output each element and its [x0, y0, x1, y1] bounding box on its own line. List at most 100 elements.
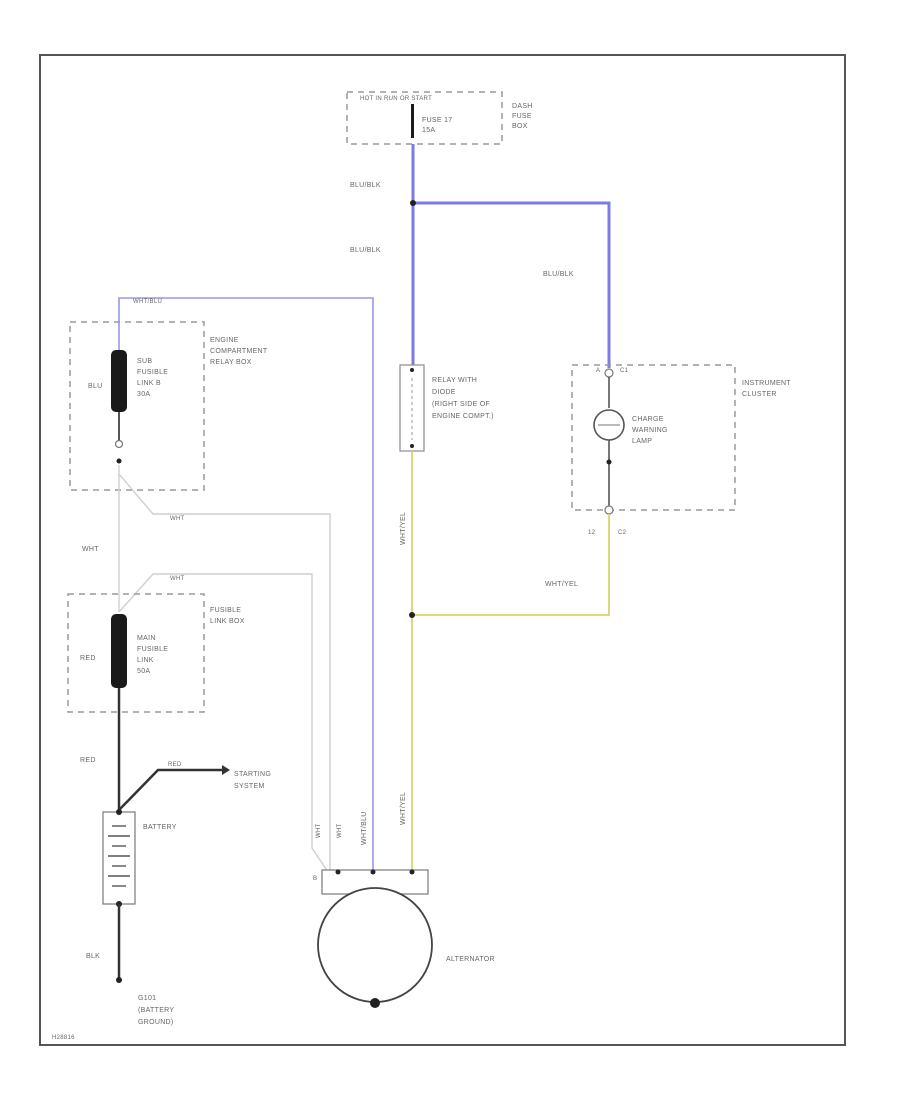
battery-positive-terminal — [116, 809, 122, 815]
ground-point-icon — [116, 977, 122, 983]
wht-blu-wire-path — [118, 297, 374, 872]
relay-terminal-bottom — [410, 444, 414, 448]
sub-fusible-link-symbol — [111, 350, 127, 412]
wire-label-wht-blu-top: WHT/BLU — [133, 299, 162, 305]
battery: BATTERY — [102, 809, 176, 907]
cluster-pin-a: A — [596, 368, 600, 374]
wire-label-blu-blk-1: BLU/BLK — [350, 182, 381, 189]
wire-label-wht-1: WHT — [170, 516, 185, 522]
dash-box-label-2: FUSE — [512, 113, 532, 120]
fuse-17-rating: 15A — [422, 127, 435, 134]
relay-label-4: ENGINE COMPT.) — [432, 413, 494, 420]
battery-ground: BLK G101 (BATTERY GROUND) — [86, 904, 174, 1026]
cluster-conn-c2: C2 — [618, 530, 627, 536]
sub-fuse-label-1: SUB — [137, 358, 152, 365]
fuse-17-label: FUSE 17 — [422, 117, 453, 124]
diagram-frame — [39, 54, 846, 1046]
starting-label-1: STARTING — [234, 771, 271, 778]
main-fuse-label-1: MAIN — [137, 635, 156, 642]
ground-label-1: G101 — [138, 995, 156, 1002]
cluster-connector-top — [604, 368, 614, 378]
lamp-label-2: WARNING — [632, 427, 668, 434]
instrument-cluster-outline — [571, 364, 736, 511]
cluster-connector-bottom — [604, 505, 614, 515]
red-wires: RED RED STARTING SYSTEM — [80, 688, 271, 812]
ground-label-3: GROUND) — [138, 1019, 174, 1026]
cluster-pin-12: 12 — [588, 530, 596, 536]
sub-fuse-label-2: FUSIBLE — [137, 369, 168, 376]
dash-fuse-box-outline — [346, 91, 503, 145]
fusible-link-box-outline — [67, 593, 205, 713]
wht-yel-cluster-wire — [412, 514, 610, 616]
starting-label-2: SYSTEM — [234, 783, 265, 790]
main-fuse-label-4: 50A — [137, 668, 150, 675]
wht-alternator-wire-1 — [118, 473, 339, 873]
wire-label-wht-2: WHT — [82, 546, 99, 553]
main-fuse-label-3: LINK — [137, 657, 154, 664]
sub-fuse-terminal — [116, 458, 122, 464]
starting-arrow-icon — [222, 765, 230, 775]
figure-code: H28816 — [52, 1035, 75, 1041]
relay-label-2: DIODE — [432, 389, 456, 396]
red-starting-wire — [118, 768, 222, 811]
fusible-box-name-2: LINK BOX — [210, 618, 245, 625]
wire-label-wht-alt-1: WHT — [316, 823, 322, 838]
wire-label-wht-yel-alt: WHT/YEL — [400, 792, 407, 825]
hot-in-run-label: HOT IN RUN OR START — [360, 96, 432, 102]
wire-label-wht-yel-cluster: WHT/YEL — [545, 581, 578, 588]
alternator-terminal-b — [335, 869, 341, 875]
wire-label-wht-blu-alt: WHT/BLU — [361, 811, 368, 845]
blu-blk-cluster-wire — [413, 201, 611, 368]
wire-label-blu-side: BLU — [88, 383, 103, 390]
cluster-name-2: CLUSTER — [742, 391, 777, 398]
relay-terminal-top — [410, 368, 414, 372]
ground-label-2: (BATTERY — [138, 1007, 174, 1014]
sub-fuse-connector — [114, 439, 124, 449]
wire-label-blu-blk-2: BLU/BLK — [350, 247, 381, 254]
main-fuse-label-2: FUSIBLE — [137, 646, 168, 653]
relay-with-diode: RELAY WITH DIODE (RIGHT SIDE OF ENGINE C… — [399, 364, 494, 452]
blu-blk-wires: BLU/BLK BLU/BLK BLU/BLK — [350, 144, 611, 368]
alternator-terminal-label: B — [313, 876, 317, 882]
engine-compartment-relay-box: BLU SUB FUSIBLE LINK B 30A ENGINE COMPAR… — [69, 321, 268, 491]
dash-fuse-box: HOT IN RUN OR START FUSE 17 15A DASH FUS… — [346, 91, 533, 145]
cluster-name-1: INSTRUMENT — [742, 380, 791, 387]
battery-body — [102, 811, 136, 905]
alternator-icon — [317, 887, 433, 1003]
cluster-node — [606, 459, 612, 465]
alternator-ground-icon — [370, 998, 380, 1008]
wht-yel-wires: WHT/YEL WHT/YEL WHT/YEL — [400, 451, 610, 870]
dash-box-label-3: BOX — [512, 123, 528, 130]
alternator-label: ALTERNATOR — [446, 956, 495, 963]
alternator-terminal-3 — [409, 869, 415, 875]
alternator: B ALTERNATOR — [313, 869, 495, 1008]
wht-blu-wire: WHT/BLU WHT/BLU — [118, 297, 374, 872]
fuse-17-symbol — [411, 104, 414, 138]
alternator-terminal-2 — [370, 869, 376, 875]
sub-fuse-label-4: 30A — [137, 391, 150, 398]
fusible-link-box: RED MAIN FUSIBLE LINK 50A FUSIBLE LINK B… — [67, 593, 245, 713]
splice-top — [410, 200, 416, 206]
relay-box-outline — [69, 321, 205, 491]
relay-box-name-3: RELAY BOX — [210, 359, 252, 366]
relay-label-1: RELAY WITH — [432, 377, 477, 384]
relay-box-name-1: ENGINE — [210, 337, 239, 344]
cluster-conn-c1: C1 — [620, 368, 629, 374]
wire-label-blk: BLK — [86, 953, 100, 960]
instrument-cluster: A C1 CHARGE WARNING LAMP INSTRUMENT CLUS… — [571, 364, 791, 536]
splice-middle — [409, 612, 415, 618]
wire-label-red-start: RED — [168, 762, 182, 768]
lamp-label-3: LAMP — [632, 438, 652, 445]
wire-label-wht-3: WHT — [170, 576, 185, 582]
wire-label-red-side: RED — [80, 655, 96, 662]
lamp-label-1: CHARGE — [632, 416, 664, 423]
wire-label-blu-blk-3: BLU/BLK — [543, 271, 574, 278]
wire-label-wht-yel-relay: WHT/YEL — [400, 512, 407, 545]
main-fusible-link-symbol — [111, 614, 127, 688]
dash-box-label-1: DASH — [512, 103, 533, 110]
relay-label-3: (RIGHT SIDE OF — [432, 401, 490, 408]
sub-fuse-label-3: LINK B — [137, 380, 161, 387]
wht-alternator-wire-2 — [118, 573, 329, 873]
wire-label-wht-alt-2: WHT — [337, 823, 343, 838]
